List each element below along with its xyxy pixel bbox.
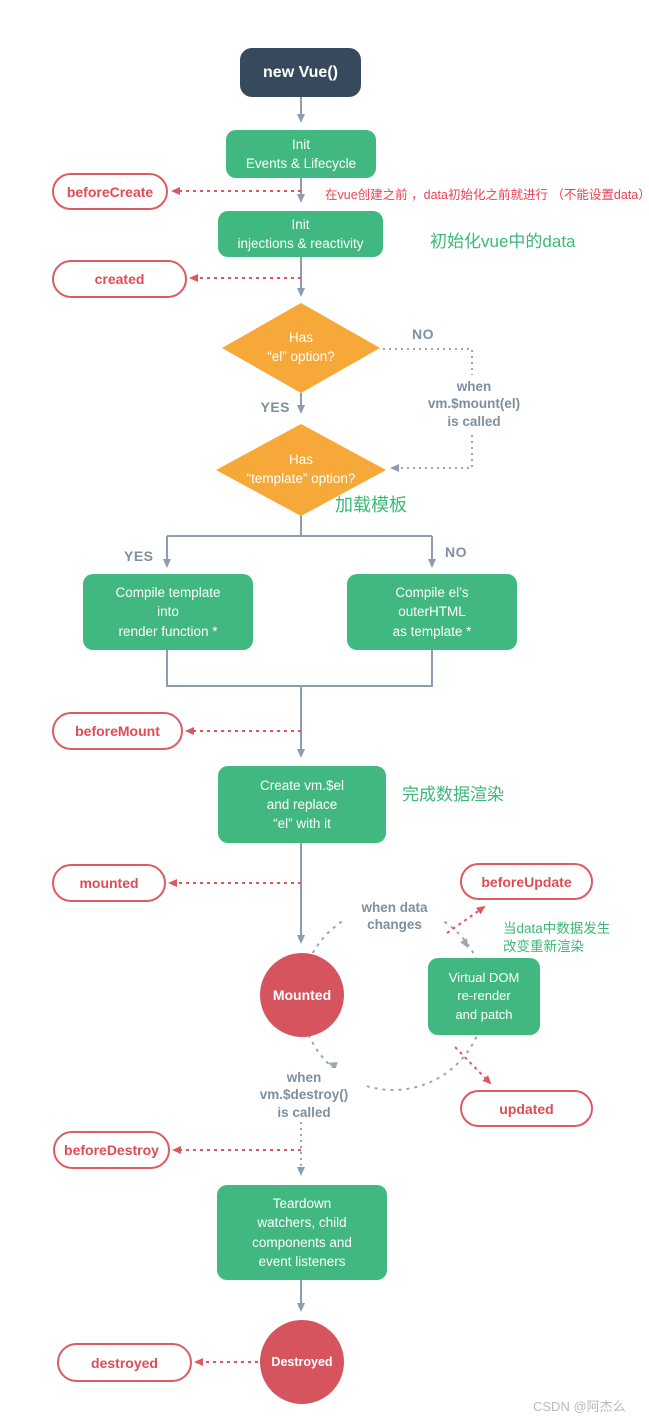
hook-beforemount: beforeMount [52,712,183,750]
no-loop-top [383,348,473,375]
label-no-has-el: NO [412,326,434,342]
annotation-init-data-cn: 初始化vue中的data [430,232,576,251]
branch-split-line [167,514,432,537]
branch-merge-line [166,650,433,687]
annotation-load-template-cn: 加载模板 [335,495,407,515]
teardown-node: Teardown watchers, child components and … [217,1185,387,1280]
note-when-data-changes: when data changes [345,898,444,935]
label-yes-has-el: YES [260,399,290,415]
hook-beforedestroy: beforeDestroy [53,1131,170,1169]
hook-created: created [52,260,187,298]
annotation-beforecreate-cn: 在vue创建之前 ，data初始化之前就进行 （不能设置data） [325,188,649,202]
no-loop-bottom [390,429,473,472]
compile-el-node: Compile el’s outerHTML as template * [347,574,517,650]
hook-destroyed: destroyed [57,1343,192,1382]
mounted-state-circle: Mounted [260,953,344,1037]
label-no-has-template: NO [445,544,467,560]
update-loop-arrow-bottom [328,1061,338,1070]
link-updated [454,1046,492,1085]
new-vue-node: new Vue() [240,48,361,97]
hook-updated: updated [460,1090,593,1127]
update-loop-arrow-top [460,938,468,948]
label-yes-has-template: YES [124,548,154,564]
hook-beforecreate: beforeCreate [52,173,168,210]
init-events-node: Init Events & Lifecycle [226,130,376,178]
create-vmel-node: Create vm.$el and replace “el” with it [218,766,386,843]
hook-beforeupdate: beforeUpdate [460,863,593,900]
annotation-rerender-cn: 当data中数据发生 改变重新渲染 [503,921,611,955]
destroyed-state-circle: Destroyed [260,1320,344,1404]
link-beforeupdate [446,905,486,934]
init-injections-node: Init injections & reactivity [218,211,383,257]
compile-template-node: Compile template into render function * [83,574,253,650]
annotation-render-done-cn: 完成数据渲染 [402,785,504,804]
note-when-mount-called: when vm.$mount(el) is called [407,377,541,431]
watermark: CSDN @阿杰么 [533,1399,626,1414]
hook-mounted: mounted [52,864,166,902]
virtual-dom-node: Virtual DOM re-render and patch [428,958,540,1035]
note-when-destroy-called: when vm.$destroy() is called [244,1068,364,1122]
